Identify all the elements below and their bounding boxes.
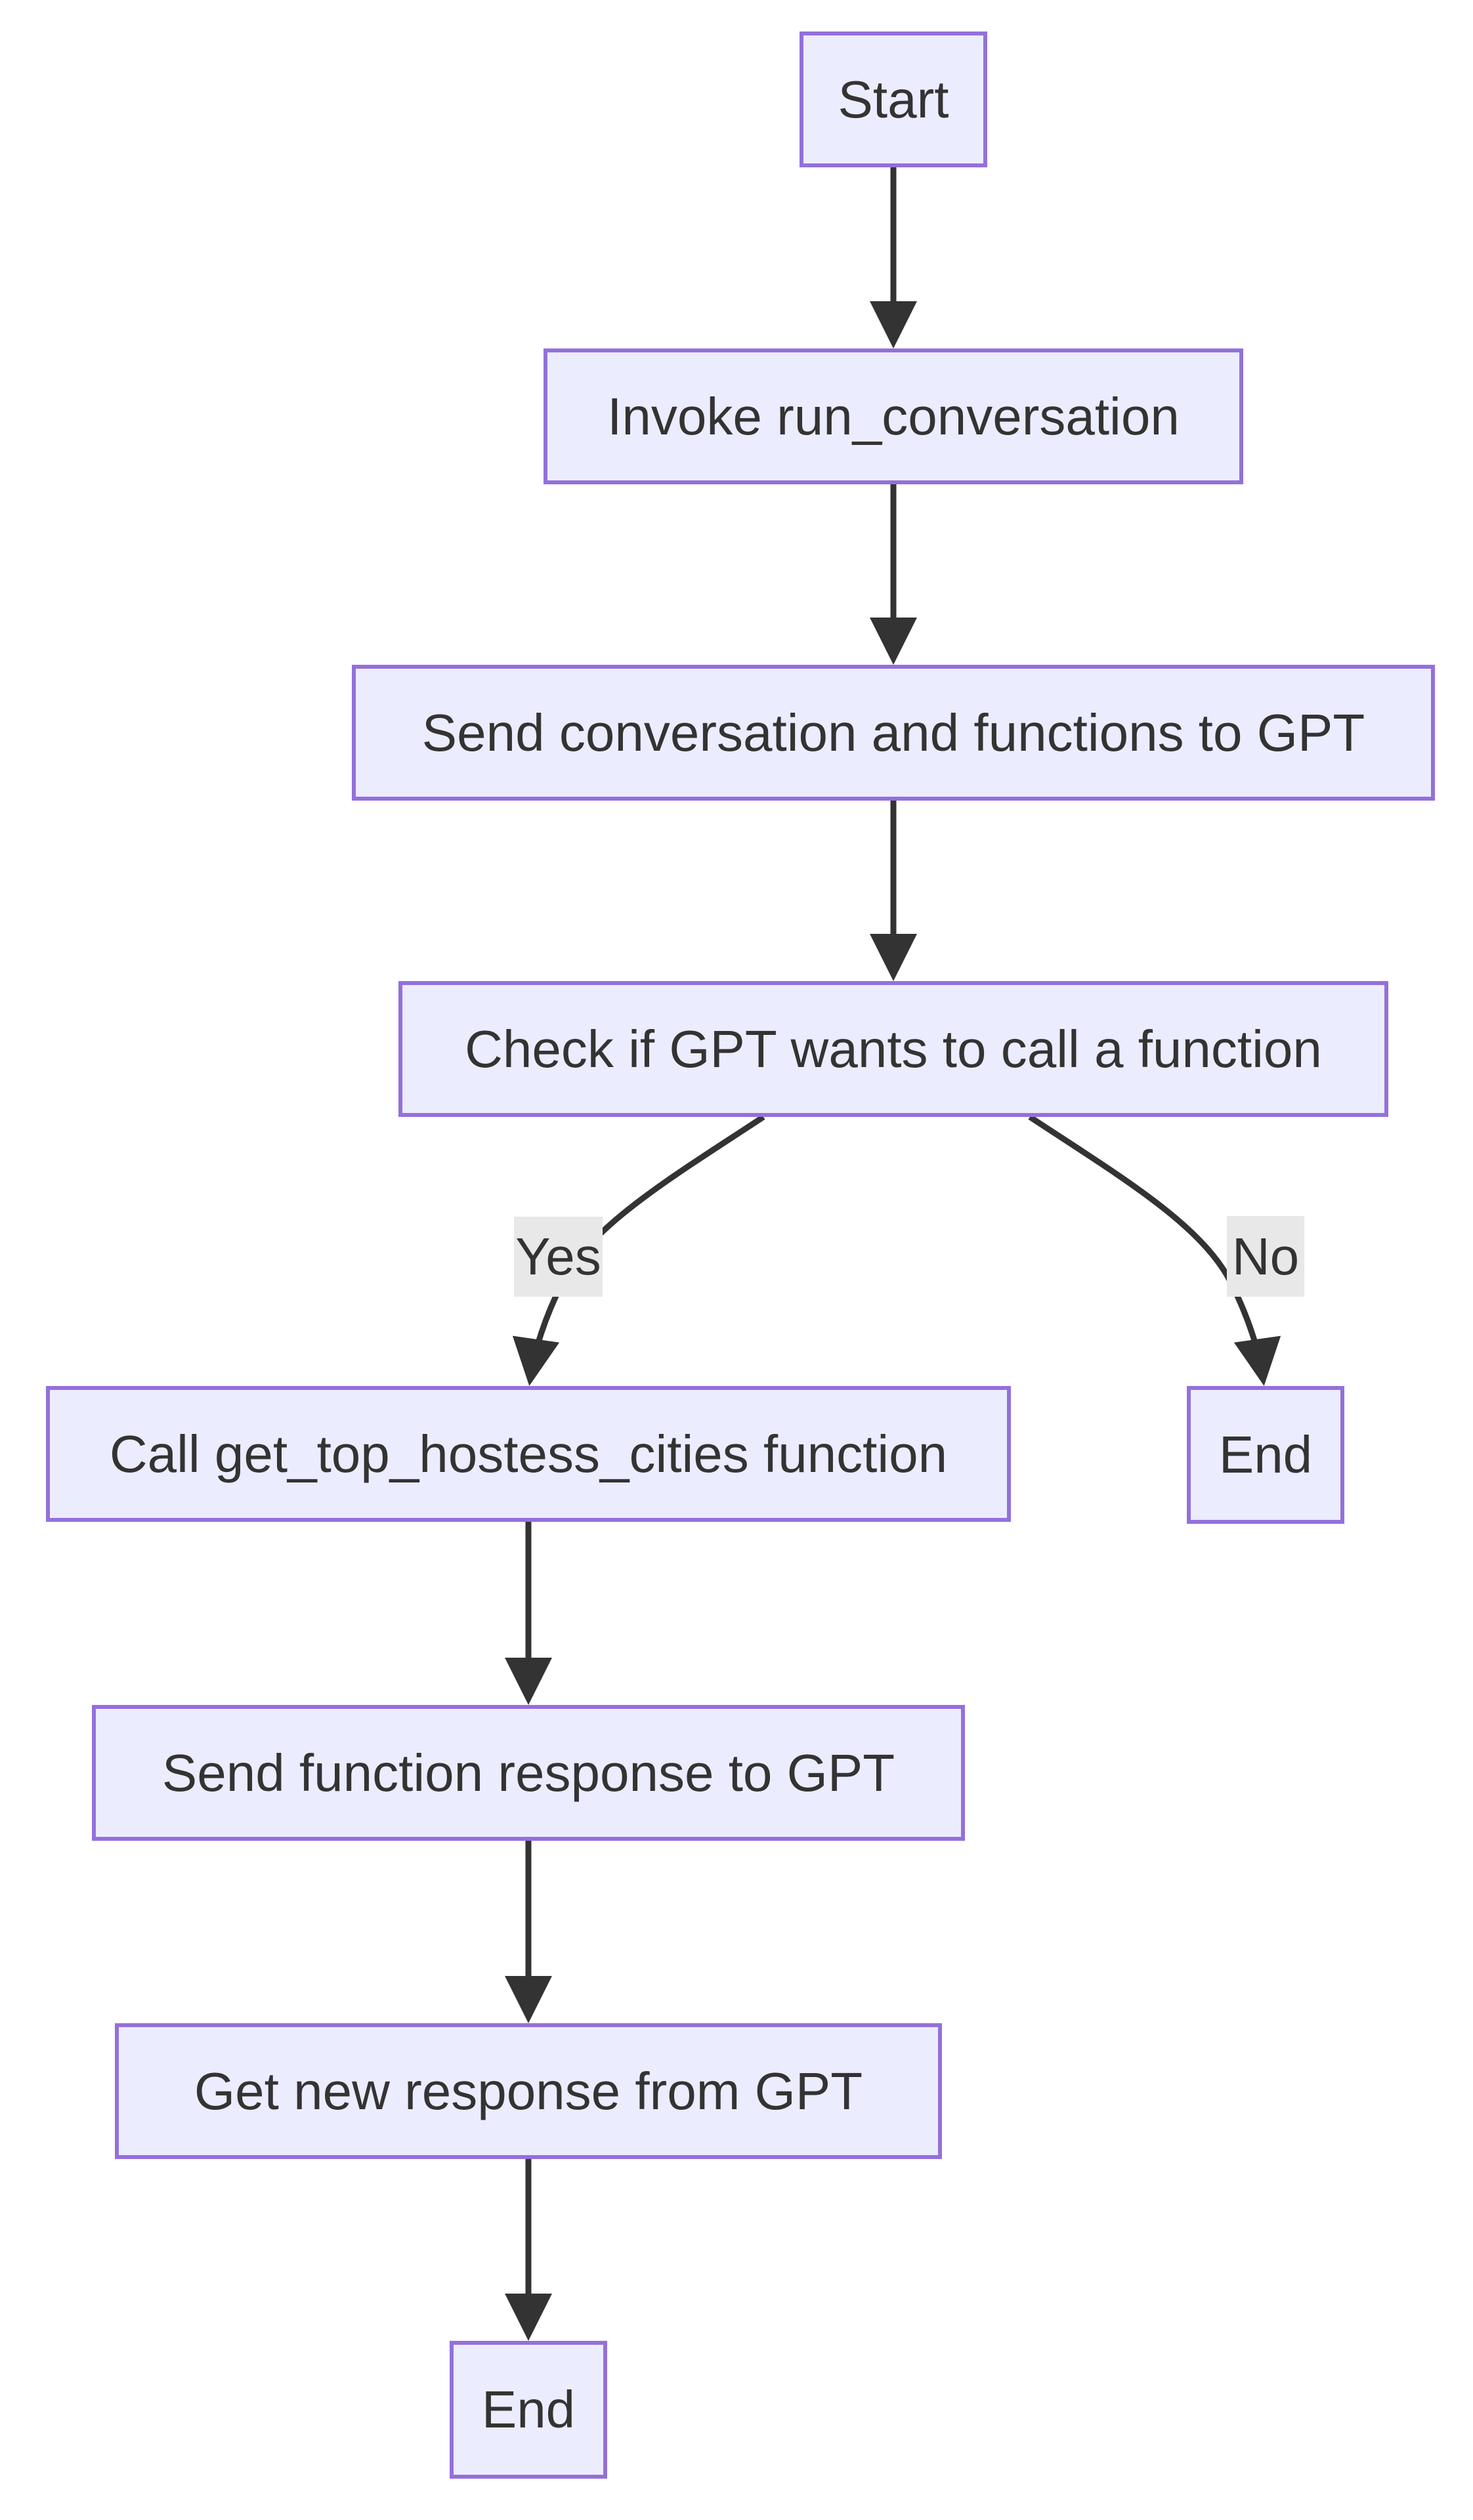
node-send-conversation-and-functions: Send conversation and functions to GPT xyxy=(352,665,1435,801)
node-invoke-run-conversation: Invoke run_conversation xyxy=(544,348,1243,484)
node-start: Start xyxy=(800,32,987,167)
node-send-function-response: Send function response to GPT xyxy=(92,1705,965,1841)
edge-check-to-end-no xyxy=(1028,1114,1281,1386)
node-call-get-top-hostess-cities: Call get_top_hostess_cities function xyxy=(46,1386,1011,1522)
edge-label-yes: Yes xyxy=(514,1217,603,1297)
node-end-no-branch: End xyxy=(1187,1386,1344,1524)
node-get-new-response: Get new response from GPT xyxy=(115,2023,942,2159)
node-end-main: End xyxy=(450,2341,607,2479)
edge-label-no: No xyxy=(1227,1216,1304,1297)
node-check-if-gpt-wants-function-call: Check if GPT wants to call a function xyxy=(398,981,1388,1117)
